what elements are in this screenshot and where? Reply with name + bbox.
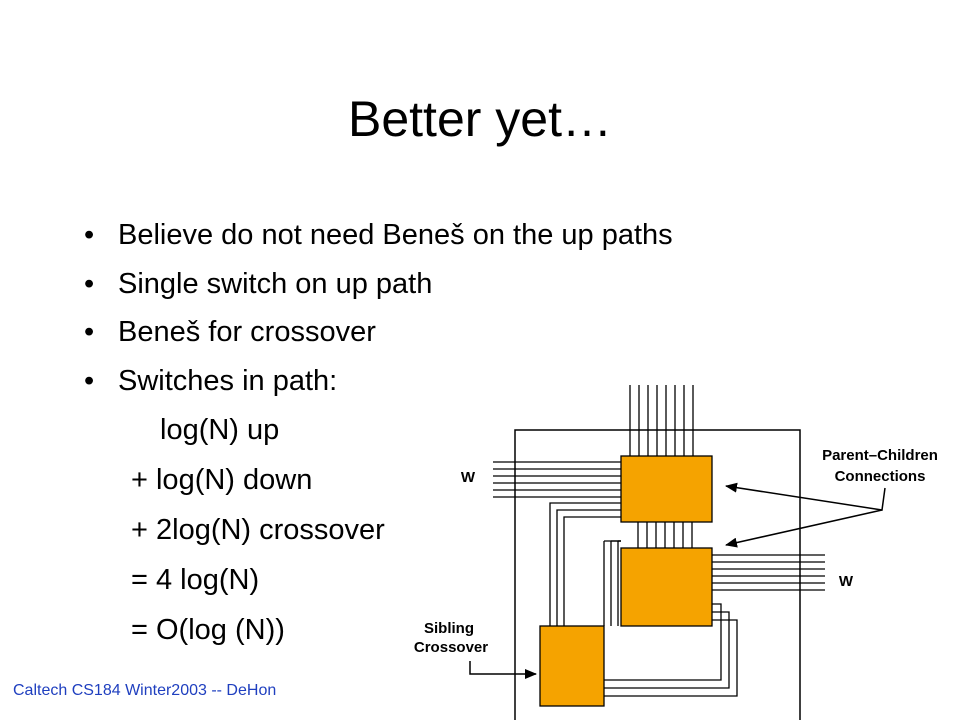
sibling-label-line2: Crossover [414,639,488,656]
middle-switch [620,547,713,627]
bullet-dot: • [84,316,95,348]
bullet-dot: • [84,219,95,251]
mid-wires [637,522,693,548]
sibling-label-line1: Sibling [424,620,474,637]
footer-credit: Caltech CS184 Winter2003 -- DeHon [13,682,277,699]
crossover-wires-left [549,502,621,626]
left-wires [493,461,621,498]
bullet-dot: • [84,364,95,397]
subline-log-down: + log(N) down [131,464,313,496]
bullet-text: Beneš for crossover [118,316,376,348]
subline-total: = 4 log(N) [131,564,260,596]
bullet-item: • Believe do not need Beneš on the up pat… [84,214,673,263]
slide-title: Better yet… [348,91,612,147]
bullet-text: Switches in path: [118,364,338,397]
subline-crossover: + 2log(N) crossover [131,514,385,546]
parent-children-arrow-bottom [725,509,883,548]
w-label-left: W [461,469,476,486]
bullet-item: • Switches in path: [84,360,673,409]
right-wires [712,554,825,591]
bullet-text: Believe do not need Beneš on the up path… [118,219,673,251]
bullet-item: • Single switch on up path [84,263,673,312]
w-label-right: W [839,573,854,590]
parent-children-arrow-top [725,482,886,511]
up-wires [629,385,694,456]
crossover-wires-right [603,540,738,697]
bullet-dot: • [84,267,95,300]
parent-children-label-line1: Parent–Children [822,447,938,464]
bullet-text: Single switch on up path [118,267,433,300]
top-switch [620,455,713,523]
subline-big-o: = O(log (N)) [131,614,285,646]
subline-log-up: log(N) up [160,414,280,446]
sibling-arrow [469,661,537,679]
parent-children-label-line2: Connections [835,468,926,485]
sibling-switch [539,625,605,707]
bullet-item: • Beneš for crossover [84,311,673,360]
bullet-list: • Believe do not need Beneš on the up pat… [84,214,673,408]
